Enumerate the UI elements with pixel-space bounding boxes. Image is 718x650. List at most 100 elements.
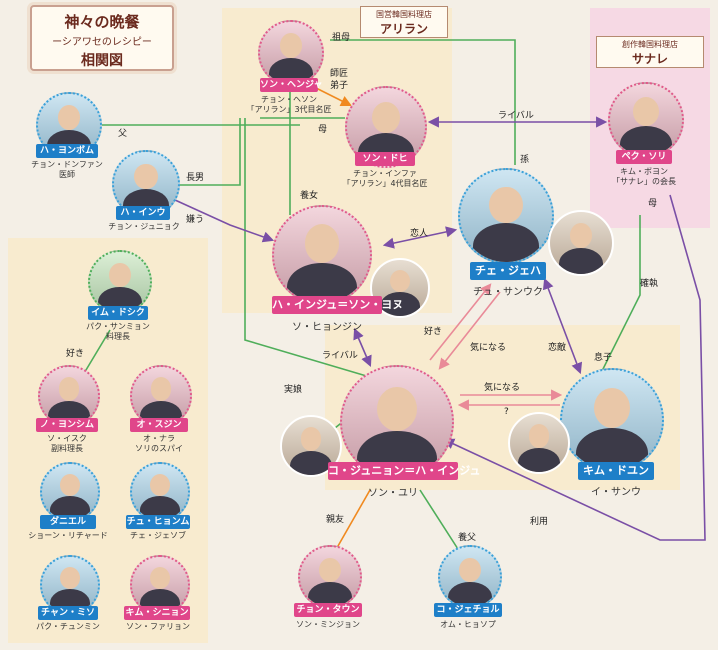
actor-kim-doyun: イ・サンウ xyxy=(591,487,641,498)
org-sanare-name: サナレ xyxy=(631,52,668,66)
actor-chu-hyonmu: チェ・ジェソブ xyxy=(130,531,186,540)
portrait-chon-taun xyxy=(298,545,362,609)
actor-no-yonsim: ソ・イスク xyxy=(47,434,87,443)
rel-father: 父 xyxy=(118,129,128,139)
portrait-im-doksik xyxy=(88,250,152,314)
actor-ko-junyong: ソン・ユリ xyxy=(368,488,418,499)
actor-son-dohi: チョン・インファ xyxy=(353,169,417,178)
line-eldest-son xyxy=(170,118,241,186)
org-sanare: 創作韓国料理店 サナレ xyxy=(596,36,704,68)
actor-im-doksik: パク・サンミョン xyxy=(86,322,150,331)
chart-kind: 相関図 xyxy=(81,53,123,69)
rel-mother2: 母 xyxy=(648,199,658,209)
portrait-choe-jeha xyxy=(458,168,554,264)
portrait-daniel xyxy=(40,462,100,522)
portrait-beg-sori xyxy=(608,82,684,158)
name-ha-yongbom: ハ・ヨンボム xyxy=(36,144,98,158)
actor-choe-jeha: チュ・サンウク xyxy=(473,287,543,298)
name-kim-doyun: キム・ドユン xyxy=(578,462,654,480)
rel-feud: 確執 xyxy=(640,279,659,289)
name-son-haengja: ソン・ヘンジャ xyxy=(260,78,323,92)
name-choe-jeha: チェ・ジェハ xyxy=(470,262,546,280)
name-ko-junyong: コ・ジュニョン＝ハ・インジュ xyxy=(328,462,480,480)
portrait-choe-jeha-child xyxy=(548,210,614,276)
org-arirang-name: アリラン xyxy=(379,22,428,36)
name-im-doksik: イム・ドシク xyxy=(88,306,148,320)
actor-ha-yongbom: チョン・ドンファン xyxy=(31,160,103,169)
org-sanare-type: 創作韓国料理店 xyxy=(622,40,678,49)
rel-grandson: 孫 xyxy=(520,155,530,165)
rel-rival-center: ライバル xyxy=(322,351,358,361)
note-son-haengja: 「アリラン」3代目名匠 xyxy=(246,105,332,114)
rel-question: ? xyxy=(504,407,509,417)
line-like-1 xyxy=(429,283,492,361)
rel-eldest-son: 長男 xyxy=(186,173,205,183)
rel-adopted: 養女 xyxy=(300,191,319,201)
rel-love-rival: 恋敵 xyxy=(548,343,567,353)
line-like-2 xyxy=(438,291,501,370)
portrait-kim-doyun xyxy=(560,368,664,472)
name-chan-mison: チャン・ミソ xyxy=(38,606,98,620)
note-o-sujin: ソリのスパイ xyxy=(135,444,183,453)
portrait-ko-junyong-child xyxy=(280,415,342,477)
rel-like-1: 好き xyxy=(424,327,443,337)
portrait-kim-shion xyxy=(130,555,190,615)
rel-son: 息子 xyxy=(594,353,613,363)
portrait-kim-doyun-child xyxy=(508,412,570,474)
rel-grandmother: 祖母 xyxy=(332,33,351,43)
actor-son-haengja: チョン・ヘソン xyxy=(261,95,317,104)
name-o-sujin: オ・スジン xyxy=(130,418,188,432)
portrait-ha-injue xyxy=(272,205,372,305)
rel-best-friend: 親友 xyxy=(326,515,345,525)
org-arirang-type: 国営韓国料理店 xyxy=(376,10,432,19)
name-ha-inu: ハ・インウ xyxy=(116,206,170,220)
rel-interested-1: 気になる xyxy=(470,343,507,353)
rel-interested-2: 気になる xyxy=(484,383,521,393)
name-daniel: ダニエル xyxy=(40,515,96,529)
actor-ha-inu: チョン・ジュニョク xyxy=(108,222,180,231)
line-use xyxy=(442,194,706,541)
rel-mentor: 師匠 xyxy=(330,69,349,79)
note-beg-sori: 「サナレ」の会長 xyxy=(612,177,676,186)
actor-ko-jejol: オム・ヒョソプ xyxy=(440,620,496,629)
line-rival-link xyxy=(244,118,381,381)
note-im-doksik: 料理長 xyxy=(106,332,130,341)
drama-title: 神々の晩餐 xyxy=(64,13,140,31)
actor-daniel: ショーン・リチャード xyxy=(28,531,108,540)
rel-rival-sori: ライバル xyxy=(498,111,534,121)
line-mother2 xyxy=(599,215,641,376)
name-ha-injue: ハ・インジュ＝ソン・ヨヌ xyxy=(272,296,403,314)
actor-beg-sori: キム・ボヨン xyxy=(620,167,668,176)
name-ko-jejol: コ・ジェチョル xyxy=(434,603,502,617)
rel-mother1: 母 xyxy=(318,125,328,135)
line-hate xyxy=(174,199,275,243)
rel-lover: 恋人 xyxy=(410,229,429,239)
line-lover xyxy=(382,226,458,249)
rel-like-2: 好き xyxy=(66,349,85,359)
name-kim-shion: キム・シニョン xyxy=(124,606,190,620)
rel-biological-daughter: 実娘 xyxy=(284,385,303,395)
name-no-yonsim: ノ・ヨンシム xyxy=(36,418,98,432)
rel-hate: 嫌う xyxy=(186,215,205,225)
note-no-yonsim: 副料理長 xyxy=(51,444,83,453)
rel-disciple: 弟子 xyxy=(330,81,349,91)
rel-adoptive-father: 養父 xyxy=(458,533,477,543)
name-son-dohi: ソン・ドヒ xyxy=(355,152,415,166)
name-beg-sori: ペク・ソリ xyxy=(616,150,672,164)
portrait-ko-jejol xyxy=(438,545,502,609)
actor-chan-mison: パク・チュンミン xyxy=(36,622,100,631)
actor-ha-injue: ソ・ヒョンジン xyxy=(292,322,362,333)
actor-chon-taun: ソン・ミンジョン xyxy=(296,620,360,629)
note-ha-yongbom: 医師 xyxy=(59,170,75,179)
rel-use: 利用 xyxy=(530,517,549,527)
org-arirang: 国営韓国料理店 アリラン xyxy=(360,6,448,38)
title-box: 神々の晩餐 ーシアワセのレシピー 相関図 xyxy=(30,5,174,71)
actor-o-sujin: オ・ナラ xyxy=(143,434,175,443)
note-son-dohi: 「アリラン」4代目名匠 xyxy=(342,179,428,188)
portrait-chu-hyonmu xyxy=(130,462,190,522)
line-rival-center xyxy=(353,327,372,368)
portrait-ko-junyong xyxy=(340,365,454,479)
actor-kim-shion: ソン・ファリョン xyxy=(126,622,190,631)
name-chon-taun: チョン・タウン xyxy=(294,603,362,617)
portrait-son-haengja xyxy=(258,20,324,86)
